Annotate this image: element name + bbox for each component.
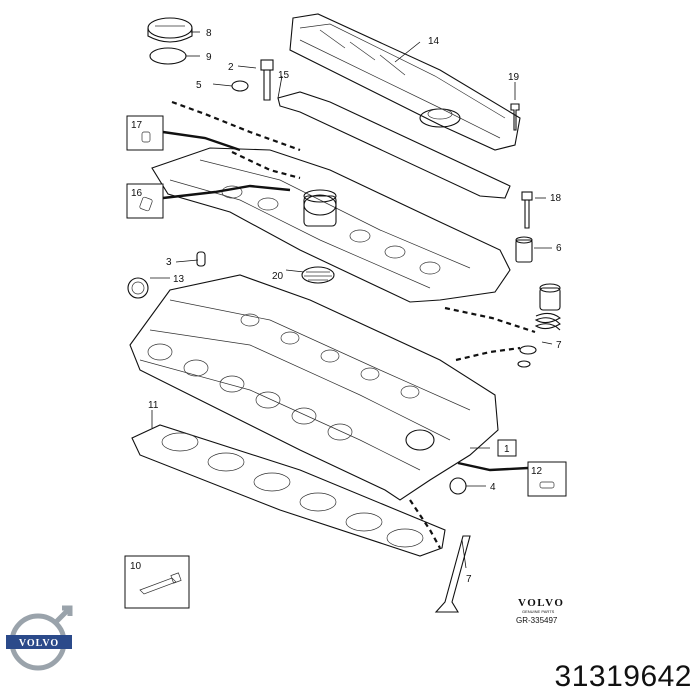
plug-13 xyxy=(127,277,149,299)
callout-17: 17 xyxy=(131,120,143,131)
bolt-18 xyxy=(521,191,533,229)
oil-filler-cap xyxy=(147,17,193,43)
valve-spring-set xyxy=(517,283,561,368)
callout-14: 14 xyxy=(428,36,440,47)
callout-20: 20 xyxy=(272,271,284,282)
callout-6: 6 xyxy=(556,243,562,254)
callout-13: 13 xyxy=(173,274,185,285)
callout-1: 1 xyxy=(504,444,510,455)
callout-box-10 xyxy=(124,555,190,609)
plug-4 xyxy=(449,477,467,495)
filter-screen-20 xyxy=(301,266,335,284)
badge-wordmark: VOLVO xyxy=(19,638,59,649)
callout-2: 2 xyxy=(228,62,234,73)
cover-gasket xyxy=(277,91,511,199)
dowel-3 xyxy=(196,251,206,267)
callout-8: 8 xyxy=(206,28,212,39)
callout-15: 15 xyxy=(278,70,290,81)
callout-4: 4 xyxy=(490,482,496,493)
callout-box-12 xyxy=(527,461,567,497)
callout-7-upper: 7 xyxy=(556,340,562,351)
callout-11: 11 xyxy=(148,400,159,411)
head-gasket xyxy=(131,424,446,557)
callout-10: 10 xyxy=(130,561,142,572)
brand-subline: GENUINE PARTS xyxy=(522,609,555,614)
valve-cover xyxy=(289,13,521,151)
callout-5: 5 xyxy=(196,80,202,91)
o-ring xyxy=(231,80,249,92)
callout-9: 9 xyxy=(206,52,212,63)
callout-box-17 xyxy=(126,115,164,151)
bolt xyxy=(260,59,274,101)
callout-18: 18 xyxy=(550,193,562,204)
callout-3: 3 xyxy=(166,257,172,268)
camshaft-carrier xyxy=(151,147,511,303)
bolt-19 xyxy=(510,103,520,131)
volvo-badge-logo: VOLVO xyxy=(6,605,73,671)
cap-seal-ring xyxy=(149,47,187,65)
cylinder-head xyxy=(129,274,499,501)
callout-16: 16 xyxy=(131,188,143,199)
callout-12: 12 xyxy=(531,466,543,477)
callout-box-1 xyxy=(497,439,517,457)
valve xyxy=(434,535,471,613)
callout-19: 19 xyxy=(508,72,520,83)
sleeve xyxy=(515,236,533,263)
brand-wordmark: VOLVO xyxy=(518,597,564,609)
part-number: 31319642 xyxy=(554,660,692,693)
callout-box-16 xyxy=(126,183,164,219)
diagram-ref: GR-335497 xyxy=(516,616,558,625)
callout-7-lower: 7 xyxy=(466,574,472,585)
